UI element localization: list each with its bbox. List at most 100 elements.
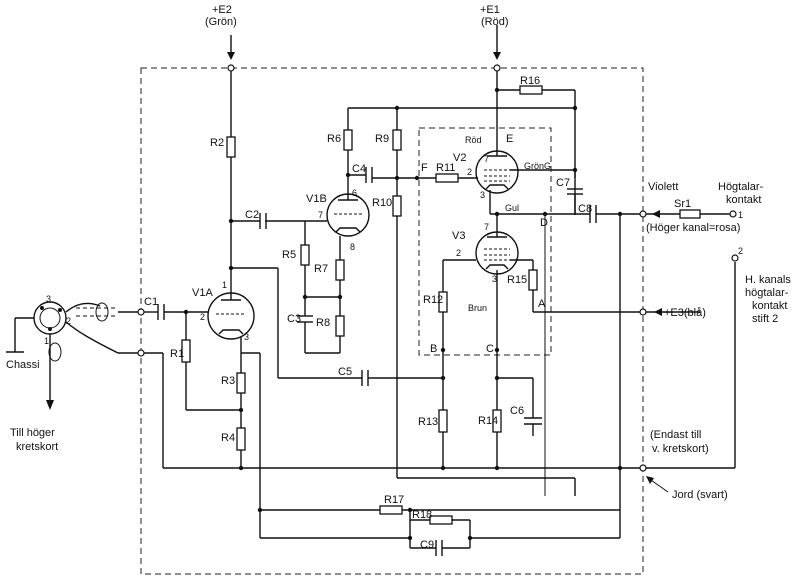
c1-label: C1 [144, 296, 158, 308]
v3-pin3-label: 3 [492, 274, 497, 284]
hogtalar-label: Högtalar- [718, 181, 764, 193]
v3-tube [475, 231, 519, 275]
chassi-label: Chassi [6, 359, 40, 371]
hk-line1-label: H. kanals [745, 274, 791, 286]
hk-line3-label: kontakt [752, 300, 787, 312]
e2-terminal [227, 64, 235, 72]
e1-terminal [493, 64, 501, 72]
hoger-kanal-label: (Höger kanal=rosa) [646, 222, 740, 234]
r13-label: R13 [418, 416, 438, 428]
v1b-pin6-label: 6 [352, 188, 357, 198]
r16-resistor [519, 85, 543, 95]
speaker-pin-1 [729, 210, 737, 218]
v3-pin7-label: 7 [484, 222, 489, 232]
v2-tube [475, 150, 519, 194]
v2-pin2-label: 2 [467, 167, 472, 177]
gron-wire-label: Grön [524, 161, 544, 171]
output-stage-outline [418, 127, 552, 356]
r6-resistor [343, 129, 353, 151]
brun-wire-label: Brun [468, 303, 487, 313]
v3-label: V3 [452, 230, 465, 242]
connector-pin2-label: 2 [66, 316, 71, 326]
r18-resistor [429, 515, 453, 525]
r17-resistor [379, 505, 403, 515]
speaker-pin2-label: 2 [738, 246, 743, 256]
r12-label: R12 [423, 294, 443, 306]
r2-label: R2 [210, 137, 224, 149]
r9-resistor [392, 129, 402, 151]
node-g-label: G [544, 161, 551, 171]
hk-line2-label: högtalar- [745, 287, 789, 299]
v1b-pin8-label: 8 [350, 242, 355, 252]
r4-label: R4 [221, 432, 235, 444]
r18-label: R18 [412, 509, 432, 521]
r1-label: R1 [170, 348, 184, 360]
v-kretskort-label: v. kretskort) [652, 443, 709, 455]
c2-label: C2 [245, 209, 259, 221]
connector-pin1-label: 1 [44, 336, 49, 346]
r8-resistor [335, 315, 345, 337]
v1a-pin3-label: 3 [244, 332, 249, 342]
v1a-label: V1A [192, 287, 213, 299]
gul-wire-label: Gul [505, 203, 519, 213]
r7-resistor [335, 259, 345, 281]
r10-label: R10 [372, 197, 392, 209]
violett-label: Violett [648, 181, 678, 193]
r2-resistor [226, 136, 236, 158]
node-e-label: E [506, 133, 513, 145]
v2-pin7-label: 7 [484, 154, 489, 164]
endast-label: (Endast till [650, 429, 701, 441]
e1-color-label: (Röd) [481, 16, 509, 28]
r3-label: R3 [221, 375, 235, 387]
r3-resistor [236, 372, 246, 394]
till-hoger-label: Till höger [10, 427, 55, 439]
kontakt-label: kontakt [726, 194, 761, 206]
speaker-pin1-label: 1 [738, 210, 743, 220]
kretskort-label: kretskort [16, 441, 58, 453]
v1a-pin1-label: 1 [222, 280, 227, 290]
connector-pin3-label: 3 [46, 294, 51, 304]
c7-label: C7 [556, 177, 570, 189]
e2-label: +E2 [212, 4, 232, 16]
circuit-board-outline [140, 67, 644, 575]
r11-label: R11 [436, 162, 455, 174]
r7-label: R7 [314, 263, 328, 275]
r15-label: R15 [507, 274, 527, 286]
hk-line4-label: stift 2 [752, 313, 778, 325]
r16-label: R16 [520, 75, 540, 87]
v3-pin2-label: 2 [456, 248, 461, 258]
sr1-fuse [679, 209, 701, 219]
r5-resistor [300, 244, 310, 266]
r9-label: R9 [375, 133, 389, 145]
e3-label: +E3(blå) [664, 307, 706, 319]
v1b-pin7-label: 7 [318, 210, 323, 220]
r4-resistor [236, 427, 246, 451]
r11-resistor [435, 173, 459, 183]
c5-label: C5 [338, 366, 352, 378]
v2-pin3-label: 3 [480, 190, 485, 200]
v2-label: V2 [453, 152, 466, 164]
e1-label: +E1 [480, 4, 500, 16]
jord-label: Jord (svart) [672, 489, 728, 501]
rod-wire-label: Röd [465, 135, 482, 145]
v1b-label: V1B [306, 193, 327, 205]
r17-label: R17 [384, 494, 404, 506]
r10-resistor [392, 195, 402, 217]
node-b-label: B [430, 343, 437, 355]
r15-resistor [528, 269, 538, 291]
r5-label: R5 [282, 249, 296, 261]
node-f-label: F [421, 162, 428, 174]
node-a-label: A [538, 298, 546, 310]
sr1-label: Sr1 [674, 198, 691, 210]
e2-color-label: (Grön) [205, 16, 237, 28]
c8-label: C8 [578, 203, 592, 215]
c9-label: C9 [420, 539, 434, 551]
node-d-label: D [540, 217, 548, 229]
r13-resistor [438, 409, 448, 433]
v1a-pin2-label: 2 [200, 312, 205, 322]
r8-label: R8 [316, 317, 330, 329]
c4-label: C4 [352, 163, 366, 175]
c6-label: C6 [510, 405, 524, 417]
